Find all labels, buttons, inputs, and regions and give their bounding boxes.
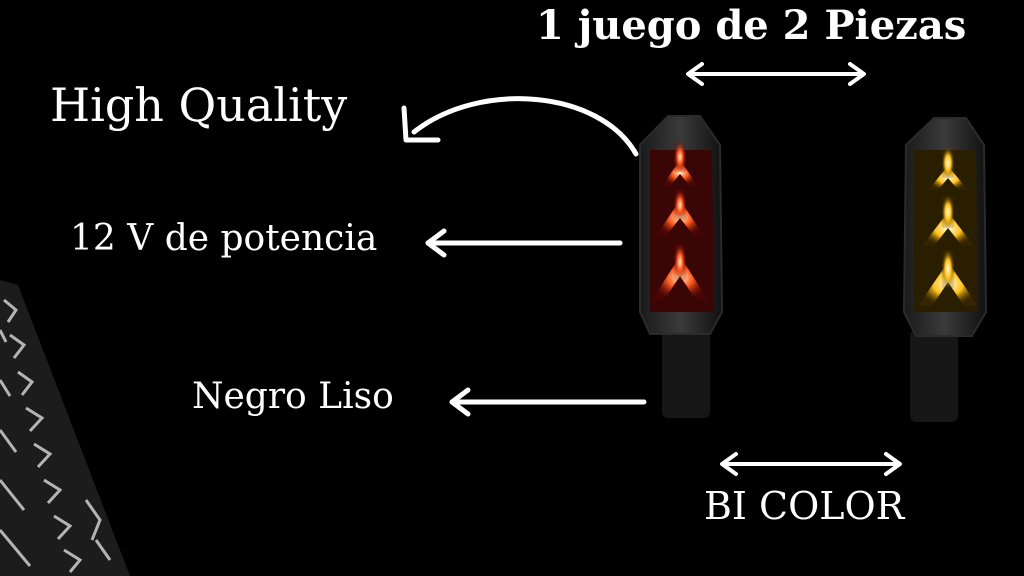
curved-arrow-icon: [401, 96, 639, 157]
amber-led-turn-signal: [902, 117, 988, 422]
double-arrow-icon: [720, 452, 902, 476]
double-arrow-icon: [686, 62, 866, 86]
quality-label: High Quality: [50, 78, 348, 132]
color-mode-label: BI COLOR: [704, 484, 905, 528]
set-quantity-label: 1 juego de 2 Piezas: [536, 2, 967, 49]
arrow-left-icon: [425, 228, 623, 258]
red-led-turn-signal: [639, 115, 724, 418]
finish-label: Negro Liso: [192, 376, 394, 417]
voltage-label: 12 V de potencia: [70, 218, 378, 259]
tire-tread-decoration: [0, 280, 130, 576]
arrow-left-icon: [449, 387, 647, 417]
